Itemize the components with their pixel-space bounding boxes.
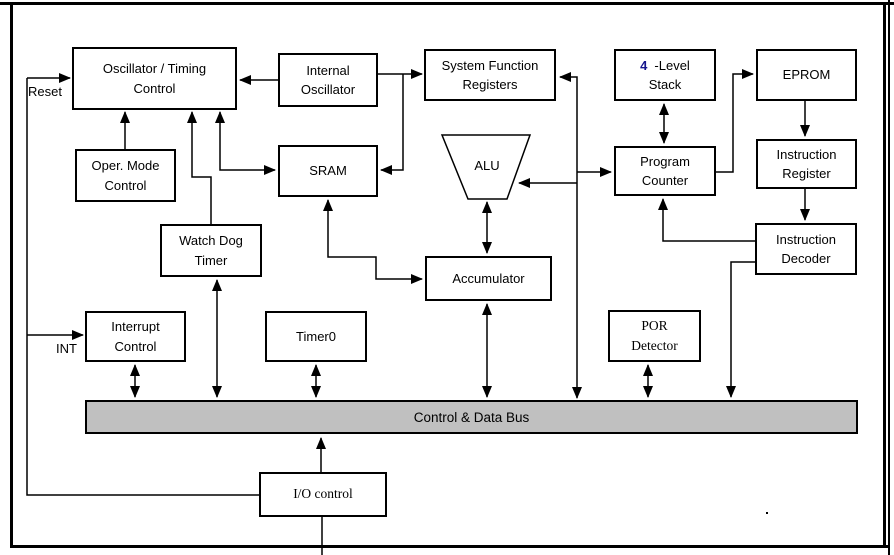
frame-border-left [10, 2, 13, 548]
node-label: Interrupt Control [111, 319, 160, 354]
node-eprom: EPROM [756, 49, 857, 101]
node-alu-label: ALU [452, 153, 522, 179]
node-label: EPROM [782, 67, 831, 83]
node-label: Instruction Decoder [776, 231, 836, 267]
wire-left-rail-to-io-control [26, 78, 259, 496]
node-label: 4-Level Stack [640, 56, 690, 95]
frame-border-right [883, 2, 886, 548]
node-label: Internal Oscillator [300, 62, 356, 98]
node-label: I/O control [293, 486, 353, 502]
node-io-control: I/O control [259, 472, 387, 517]
node-4-level-stack: 4-Level Stack [614, 49, 716, 101]
wire-watchdog-to-oscillator [187, 111, 212, 224]
wire-decoder-to-program-counter [658, 198, 755, 242]
bus-label: Control & Data Bus [413, 409, 530, 425]
wire-sfr-to-sram [380, 74, 404, 175]
node-system-function-registers: System Function Registers [424, 49, 556, 101]
node-instruction-register: Instruction Register [756, 139, 857, 189]
reset-pin-label: Reset [28, 84, 62, 99]
node-oper-mode-control: Oper. Mode Control [75, 149, 176, 202]
node-label: ALU [474, 158, 500, 174]
int-pin-label: INT [56, 341, 77, 356]
node-sram: SRAM [278, 145, 378, 197]
node-label: Oscillator / Timing Control [102, 61, 207, 96]
node-watch-dog-timer: Watch Dog Timer [160, 224, 262, 277]
node-label: Program Counter [640, 153, 690, 189]
node-program-counter: Program Counter [614, 146, 716, 196]
frame-border-right-outer [888, 0, 890, 555]
node-label: POR Detector [631, 317, 678, 353]
node-label: Watch Dog Timer [179, 233, 243, 268]
frame-border-bottom [10, 545, 890, 548]
node-internal-oscillator: Internal Oscillator [278, 53, 378, 107]
node-por-detector: POR Detector [608, 310, 701, 362]
node-timer0: Timer0 [265, 311, 367, 362]
alu-shape [440, 134, 532, 200]
node-label: Instruction Register [776, 146, 837, 182]
wire-sram-accumulator [323, 199, 423, 284]
wire-oscillator-sram [215, 111, 276, 175]
node-oscillator-timing-control: Oscillator / Timing Control [72, 47, 237, 110]
node-label: Oper. Mode Control [91, 158, 160, 193]
node-label: Timer0 [296, 328, 336, 344]
node-interrupt-control: Interrupt Control [85, 311, 186, 362]
wire-program-counter-to-eprom [716, 69, 754, 173]
node-instruction-decoder: Instruction Decoder [755, 223, 857, 275]
wire-decoder-to-bus [726, 261, 755, 398]
frame-border-top [0, 2, 894, 5]
node-label: System Function Registers [441, 57, 539, 93]
node-accumulator: Accumulator [425, 256, 552, 301]
stray-dot [766, 512, 768, 514]
stack-label: -Level Stack [648, 57, 690, 93]
wire-bus-riser-to-sfr [559, 72, 582, 399]
control-data-bus: Control & Data Bus [85, 400, 858, 434]
stack-level-number: 4 [640, 57, 648, 73]
node-label: Accumulator [452, 270, 525, 286]
node-label: SRAM [309, 163, 347, 179]
